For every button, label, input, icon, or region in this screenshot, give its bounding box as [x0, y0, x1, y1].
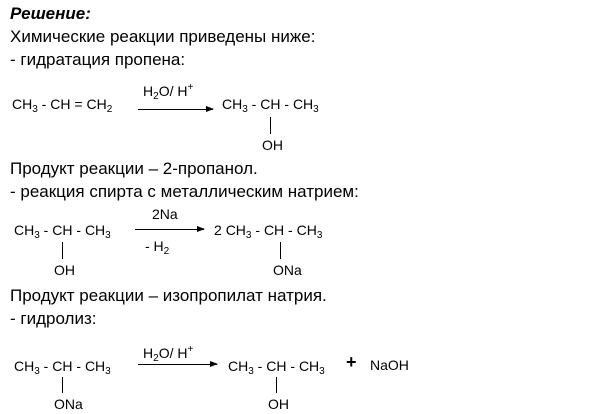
bond-line-4 — [62, 377, 63, 393]
hydroxyl-group-3: OH — [268, 396, 289, 412]
reaction-arrow-3 — [138, 361, 218, 367]
propanol-formula: CH3 - CH - CH3 — [222, 96, 319, 115]
sodium-hydroxide: NaOH — [370, 357, 409, 373]
step-hydration: - гидратация пропена: — [10, 50, 186, 69]
heading: Решение: — [10, 4, 91, 23]
hydroxyl-group-2: OH — [54, 262, 75, 278]
step-sodium: - реакция спирта с металлическим натрием… — [10, 182, 359, 201]
bond-line-5 — [276, 377, 277, 393]
propanol-product: CH3 - CH - CH3 — [228, 358, 325, 377]
reagent-water-acid-2: H2O/ H+ — [143, 344, 194, 364]
bond-line-2 — [62, 242, 63, 259]
step-hydrolysis: - гидролиз: — [10, 309, 97, 328]
reagent-water-acid-1: H2O/ H+ — [143, 82, 194, 102]
bond-line-3 — [280, 242, 281, 259]
hydrogen-released: - H2 — [145, 238, 170, 257]
intro-line: Химические реакции приведены ниже: — [10, 27, 316, 46]
sodium-oxide-group-1: ONa — [273, 262, 302, 278]
reaction-arrow-1 — [138, 106, 214, 112]
product-1: Продукт реакции – 2-пропанол. — [10, 159, 258, 178]
plus-sign: + — [346, 352, 357, 372]
propene-formula: CH3 - CH = CH2 — [12, 96, 113, 115]
reaction-arrow-2 — [135, 226, 205, 232]
sodium-oxide-group-2: ONa — [54, 396, 83, 412]
reagent-sodium: 2Na — [152, 206, 178, 222]
bond-line-1 — [270, 117, 271, 134]
isopropoxide-formula: 2 CH3 - CH - CH3 — [214, 222, 323, 241]
isopropoxide-reactant: CH3 - CH - CH3 — [14, 358, 111, 377]
alcohol-formula: CH3 - CH - CH3 — [14, 222, 111, 241]
product-2: Продукт реакции – изопропилат натрия. — [10, 286, 327, 305]
hydroxyl-group-1: OH — [262, 137, 283, 153]
